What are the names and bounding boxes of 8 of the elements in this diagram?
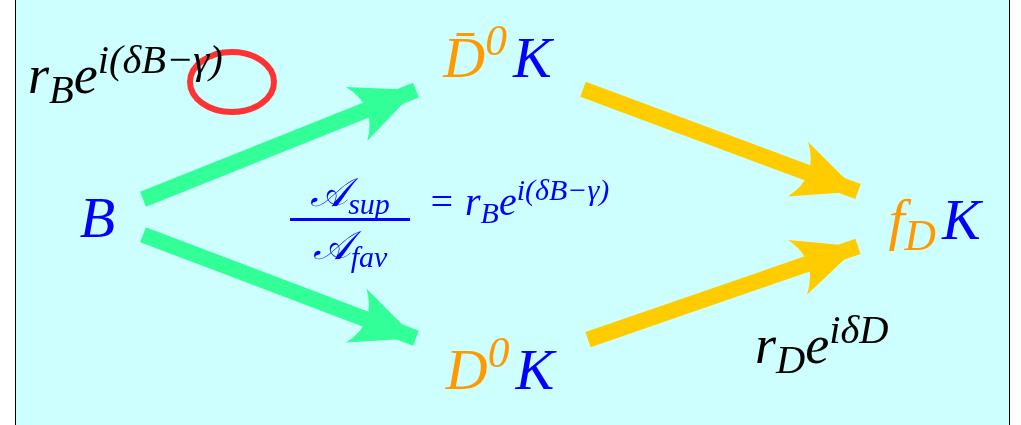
fraction-numerator: 𝒜$_{sup}$ — [310, 169, 390, 218]
node-label: K — [512, 28, 552, 87]
fraction-denominator: 𝒜$_{fav}$ — [312, 222, 388, 271]
node-label: D̄$^{0}$ — [443, 28, 507, 87]
node-label: B — [79, 188, 116, 247]
node-label: K — [515, 341, 555, 399]
node-label: K — [941, 191, 981, 249]
node-label: f$_{D}$ — [888, 191, 936, 249]
